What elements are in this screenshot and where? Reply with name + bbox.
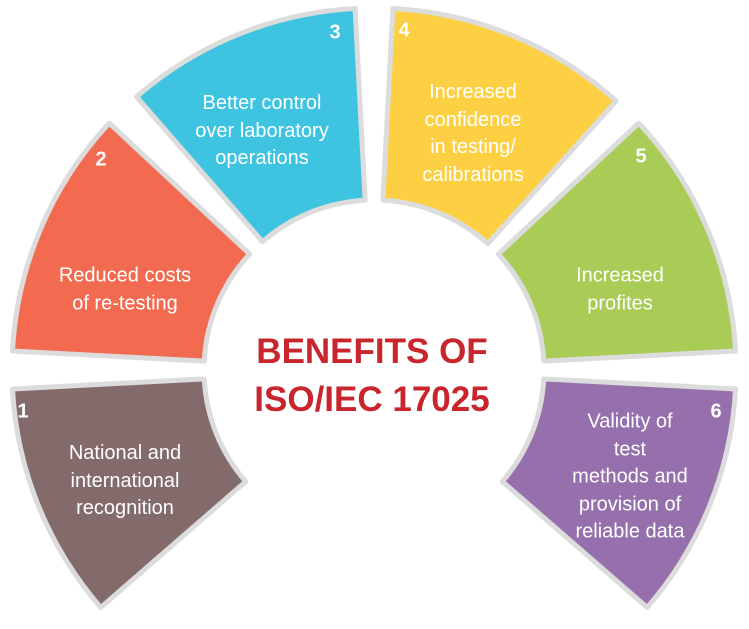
segment-2-text: Reduced costs of re-testing [58, 264, 192, 315]
segment-1-number: 1 [17, 400, 29, 423]
segment-2-shape [9, 120, 253, 364]
segment-5-text: Increased profites [576, 264, 664, 315]
segment-4-number: 4 [398, 19, 410, 42]
segment-3-shape [134, 5, 368, 245]
title-line-2: ISO/IEC 17025 [254, 380, 490, 419]
segment-5-number: 5 [635, 145, 647, 168]
title-line-1: BENEFITS OF [256, 332, 488, 371]
segment-6-number: 6 [710, 400, 722, 423]
segment-1-shape [9, 376, 249, 610]
segment-2-number: 2 [95, 148, 107, 171]
segment-1-text: National and international recognition [68, 441, 182, 519]
diagram-title: BENEFITS OF ISO/IEC 17025 [254, 328, 489, 424]
segment-5-shape [495, 120, 739, 364]
segment-4-shape [380, 5, 619, 247]
segment-6-text: Validity of test methods and provision o… [572, 410, 688, 543]
segment-6-shape [499, 376, 739, 610]
segment-3-number: 3 [329, 21, 341, 44]
segment-3-text: Better control over laboratory operation… [195, 91, 329, 169]
segment-4-text: Increased confidence in testing/ calibra… [422, 81, 524, 186]
